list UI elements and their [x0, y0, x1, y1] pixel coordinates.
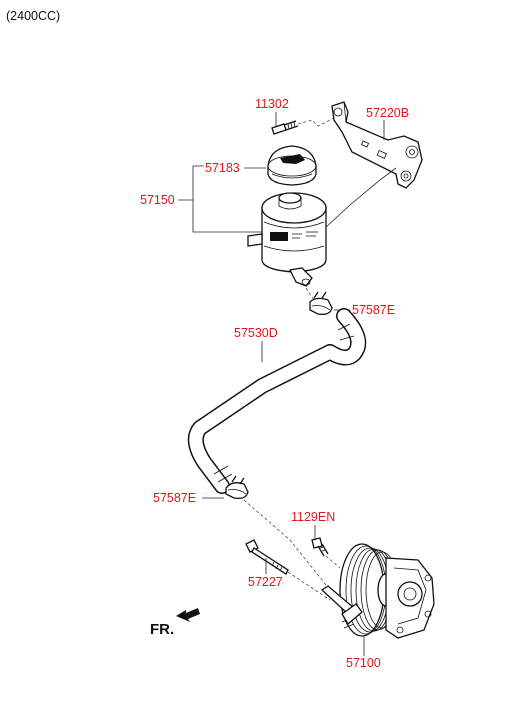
label-57227: 57227	[248, 575, 283, 589]
label-57587E-lower: 57587E	[153, 491, 196, 505]
label-57220B: 57220B	[366, 106, 409, 120]
label-57100: 57100	[346, 656, 381, 670]
label-57587E-upper: 57587E	[352, 303, 395, 317]
label-1129EN: 1129EN	[291, 510, 335, 524]
hose-57530D	[187, 308, 367, 494]
reservoir-57150	[247, 192, 327, 287]
label-11302: 11302	[255, 97, 289, 111]
power-steering-pump-57100	[320, 543, 435, 639]
engine-spec-label: (2400CC)	[6, 9, 60, 23]
bolt-57227	[245, 539, 289, 575]
clamp-57587E-upper	[309, 291, 333, 316]
label-57150: 57150	[140, 193, 175, 207]
leader-57150	[178, 165, 262, 233]
front-arrow-icon	[176, 608, 200, 622]
label-57530D: 57530D	[234, 326, 278, 340]
bolt-1129EN	[311, 537, 329, 557]
label-57183: 57183	[205, 161, 240, 175]
front-direction-label: FR.	[150, 621, 174, 638]
bolt-11302	[271, 120, 299, 135]
cap-57183	[267, 145, 317, 186]
clamp-57587E-lower	[225, 475, 249, 500]
front-direction-indicator: FR.	[150, 608, 200, 638]
bracket-to-reservoir-line	[324, 167, 397, 229]
bracket-57220B	[331, 101, 423, 189]
